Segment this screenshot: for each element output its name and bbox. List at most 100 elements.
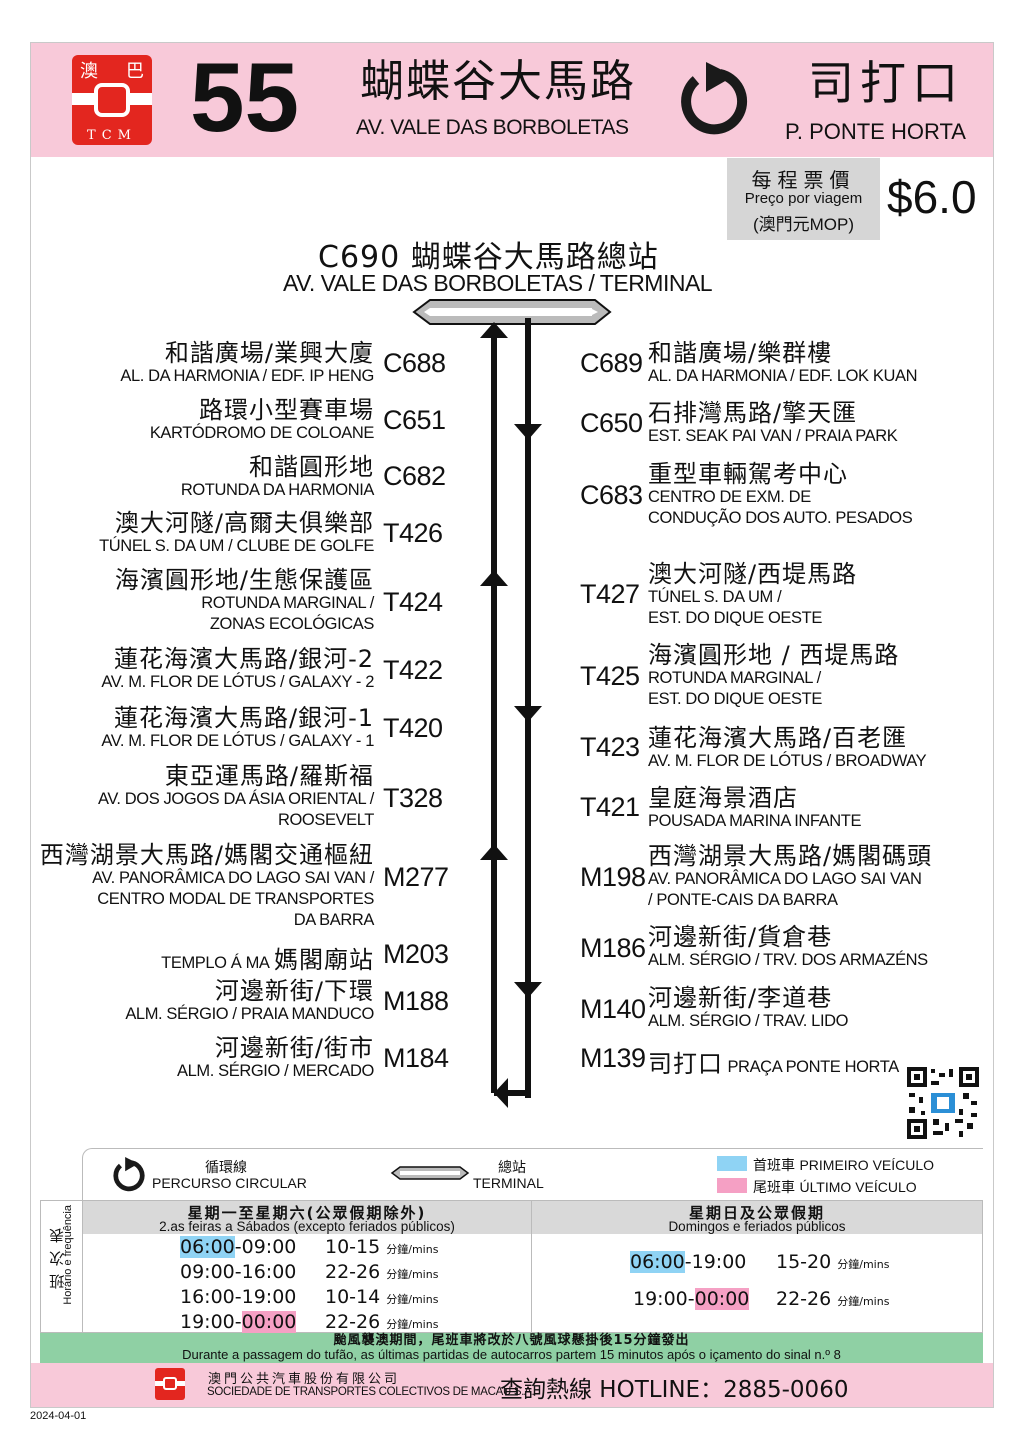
stop-name-pt: ROOSEVELT <box>277 811 374 829</box>
freq-value: 22-26 <box>325 1311 381 1333</box>
weekday-header-zh: 星期一至星期六(公眾假期除外) <box>187 1204 427 1222</box>
stop-name-zh: 河邊新街/下環 <box>214 977 374 1005</box>
stop-code: T421 <box>580 792 640 822</box>
first-bus-swatch <box>717 1156 747 1171</box>
weekday-row-4: 19:00-00:00 <box>180 1311 297 1333</box>
stop-t328: 東亞運馬路/羅斯福 AV. DOS JOGOS DA ÁSIA ORIENTAL… <box>98 763 374 831</box>
stop-name-zh: 石排灣馬路/擎天匯 <box>648 399 858 427</box>
stop-name-zh: 西灣湖景大馬路/媽閣交通樞紐 <box>39 841 374 869</box>
holiday-freq-1: 15-20 分鐘/mins <box>776 1251 889 1273</box>
weekday-row-1: 06:00-09:00 <box>180 1236 296 1258</box>
freq-value: 22-26 <box>325 1261 381 1283</box>
logo-char-left: 澳 <box>80 61 98 82</box>
stop-name-zh: 西灣湖景大馬路/媽閣碼頭 <box>648 842 933 870</box>
fare-label-zh: 每程票價 <box>751 168 856 192</box>
stop-name-pt: TÚNEL S. DA UM / <box>648 588 782 606</box>
stop-name-pt: CENTRO DE EXM. DE <box>648 488 811 506</box>
freq-unit: 分鐘/mins <box>386 1318 439 1331</box>
stop-t422: 蓮花海濱大馬路/銀河-2 AV. M. FLOR DE LÓTUS / GALA… <box>101 646 374 693</box>
bus-icon <box>94 83 130 117</box>
footer-band <box>31 1363 993 1407</box>
divider <box>531 1201 532 1333</box>
holiday-row-1: 06:00-19:00 <box>630 1251 746 1273</box>
stop-name-zh: 路環小型賽車場 <box>199 396 374 424</box>
stop-name-zh: 皇庭海景酒店 <box>648 784 798 812</box>
stop-name-pt: AV. DOS JOGOS DA ÁSIA ORIENTAL / <box>97 790 374 808</box>
legend-circular-pt: PERCURSO CIRCULAR <box>152 1175 307 1191</box>
stop-code: T424 <box>383 587 443 617</box>
fare-label-pt: Preço por viagem <box>744 190 863 207</box>
stop-m184: 河邊新街/街市 ALM. SÉRGIO / MERCADO <box>177 1035 374 1082</box>
stop-name-zh: 河邊新街/李道巷 <box>648 984 833 1012</box>
time-start: 19:00- <box>180 1311 242 1333</box>
terminal-name-zh: C690 蝴蝶谷大馬路總站 <box>318 240 659 275</box>
stop-code: M188 <box>383 986 449 1016</box>
stop-name-zh: 河邊新街/街市 <box>214 1034 374 1062</box>
logo-tcm: TCM <box>87 128 137 143</box>
stop-name-pt: DA BARRA <box>293 911 375 929</box>
stop-code: C688 <box>383 348 446 378</box>
stop-code: M198 <box>580 862 646 892</box>
stop-name-pt: POUSADA MARINA INFANTE <box>648 812 862 830</box>
terminal-icon <box>390 1166 470 1180</box>
holiday-row-2: 19:00-00:00 <box>633 1288 750 1310</box>
stop-name-pt: AV. M. FLOR DE LÓTUS / GALAXY - 2 <box>101 673 374 691</box>
stop-name-zh: 蓮花海濱大馬路/銀河-2 <box>113 645 374 673</box>
freq-value: 10-15 <box>325 1236 381 1258</box>
notice-pt: Durante a passagem do tufão, as últimas … <box>182 1347 841 1362</box>
weekday-freq-1: 10-15 分鐘/mins <box>325 1236 438 1258</box>
stop-m188: 河邊新街/下環 ALM. SÉRGIO / PRAIA MANDUCO <box>125 978 374 1025</box>
freq-value: 10-14 <box>325 1286 381 1308</box>
weekday-freq-4: 22-26 分鐘/mins <box>325 1311 438 1333</box>
stop-name-zh: 司打口 <box>648 1050 723 1078</box>
freq-unit: 分鐘/mins <box>386 1268 439 1281</box>
legend-circular-zh: 循環線 <box>205 1160 247 1176</box>
qr-code[interactable] <box>907 1067 979 1139</box>
stop-name-pt: AL. DA HARMONIA / EDF. LOK KUAN <box>648 367 918 385</box>
stop-c689: 和諧廣場/樂群樓 AL. DA HARMONIA / EDF. LOK KUAN <box>648 340 917 387</box>
weekday-freq-2: 22-26 分鐘/mins <box>325 1261 438 1283</box>
stop-name-pt: ALM. SÉRGIO / PRAIA MANDUCO <box>125 1005 374 1023</box>
stop-name-pt: AL. DA HARMONIA / EDF. IP HENG <box>120 367 374 385</box>
company-name-zh: 澳門公共汽車股份有限公司 <box>208 1372 401 1387</box>
stop-code: M203 <box>383 939 449 969</box>
stop-name-pt: PRAÇA PONTE HORTA <box>727 1058 899 1076</box>
stop-code: C689 <box>580 348 643 378</box>
stop-code: T426 <box>383 518 443 548</box>
time-start: 16:00 <box>180 1286 235 1308</box>
legend-last-pt: ÚLTIMO VEÍCULO <box>799 1179 917 1195</box>
stop-name-zh: 蓮花海濱大馬路/銀河-1 <box>113 704 374 732</box>
stop-code: C651 <box>383 405 446 435</box>
weekday-row-3: 16:00-19:00 <box>180 1286 296 1308</box>
stop-code: C682 <box>383 461 446 491</box>
time-end: -19:00 <box>684 1251 747 1273</box>
header-band <box>31 43 993 157</box>
holiday-freq-2: 22-26 分鐘/mins <box>776 1288 889 1310</box>
stop-t425: 海濱圓形地 / 西堤馬路 ROTUNDA MARGINAL / EST. DO … <box>648 642 899 710</box>
stop-name-pt: EST. DO DIQUE OESTE <box>648 609 822 627</box>
stop-t426: 澳大河隧/高爾夫俱樂部 TÚNEL S. DA UM / CLUBE DE GO… <box>99 510 374 557</box>
origin-name-zh: 蝴蝶谷大馬路 <box>360 56 636 107</box>
stop-code: M140 <box>580 994 646 1024</box>
stop-name-pt: AV. M. FLOR DE LÓTUS / GALAXY - 1 <box>101 732 374 750</box>
route-diagram <box>412 299 612 325</box>
stop-name-zh: 澳大河隧/高爾夫俱樂部 <box>114 509 374 537</box>
stop-code: M184 <box>383 1043 449 1073</box>
stop-code: T425 <box>580 661 640 691</box>
time-end: -16:00 <box>234 1261 297 1283</box>
fare-price: $6.0 <box>887 171 977 223</box>
stop-name-zh: 和諧廣場/樂群樓 <box>648 339 833 367</box>
stop-t420: 蓮花海濱大馬路/銀河-1 AV. M. FLOR DE LÓTUS / GALA… <box>101 705 374 752</box>
stop-name-pt: TEMPLO Á MA <box>161 954 270 972</box>
publish-date: 2024-04-01 <box>30 1410 87 1422</box>
stop-code: C650 <box>580 408 643 438</box>
stop-t423: 蓮花海濱大馬路/百老匯 AV. M. FLOR DE LÓTUS / BROAD… <box>648 725 927 772</box>
stop-name-pt: ROTUNDA DA HARMONIA <box>180 481 375 499</box>
weekday-header-pt: 2.as feiras a Sábados (excepto feriados … <box>159 1219 455 1234</box>
stop-code: T423 <box>580 732 640 762</box>
sheet-frame <box>30 42 994 1408</box>
stop-name-pt: ROTUNDA MARGINAL / <box>648 669 821 687</box>
stop-name-zh: 和諧廣場/業興大廈 <box>164 339 374 367</box>
stop-c651: 路環小型賽車場 KARTÓDROMO DE COLOANE <box>150 396 375 444</box>
typhoon-notice: 颱風襲澳期間，尾班車將改於八號風球懸掛後15分鐘發出 Durante a pas… <box>40 1333 983 1363</box>
